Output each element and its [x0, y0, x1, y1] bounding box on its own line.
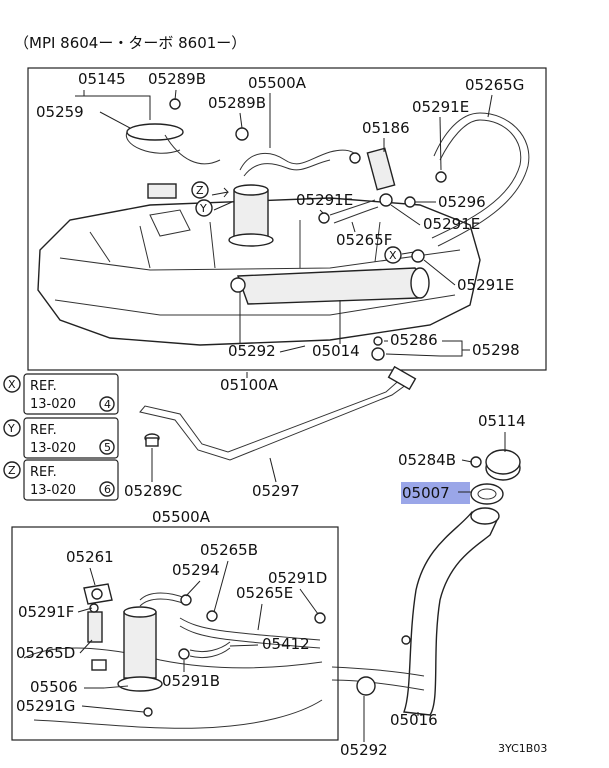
pump-detail-illustration	[23, 583, 326, 729]
svg-text:REF.: REF.	[30, 423, 57, 438]
callout-05145: 05145	[78, 70, 126, 88]
svg-text:Z: Z	[8, 464, 16, 477]
svg-text:5: 5	[104, 441, 111, 454]
middle-callouts: 05100A 05114 05284B 05007 05289C 05297	[124, 372, 526, 504]
bottom-callouts: 05500A 05261 05265B 05294 05291D 05291F …	[16, 508, 438, 759]
svg-text:X: X	[389, 249, 397, 262]
marker-y-top: Y	[195, 199, 213, 217]
svg-text:Z: Z	[196, 184, 204, 197]
callout-05186: 05186	[362, 119, 410, 137]
callout-05291D: 05291D	[268, 569, 327, 587]
filler-cap-illustration	[331, 449, 521, 716]
highlight-05007	[401, 482, 470, 504]
svg-text:REF.: REF.	[30, 379, 57, 394]
fuel-tank-illustration	[37, 98, 530, 361]
callout-05265F: 05265F	[336, 231, 392, 249]
callout-05291B: 05291B	[162, 672, 220, 690]
callout-05297: 05297	[252, 482, 300, 500]
callout-05265B: 05265B	[200, 541, 258, 559]
svg-text:X: X	[8, 378, 16, 391]
callout-05261: 05261	[66, 548, 114, 566]
marker-z-top: Z	[191, 181, 209, 199]
callout-05114: 05114	[478, 412, 526, 430]
callout-05289B-a: 05289B	[148, 70, 206, 88]
svg-text:Y: Y	[7, 422, 15, 435]
svg-text:REF.: REF.	[30, 465, 57, 480]
callout-05007: 05007	[402, 484, 450, 502]
reference-z: Z REF. 13-020 6	[3, 459, 119, 501]
callout-05291G: 05291G	[16, 697, 75, 715]
callout-05298: 05298	[472, 341, 520, 359]
callout-05291F: 05291F	[18, 603, 74, 621]
callout-05506: 05506	[30, 678, 78, 696]
callout-05292-top: 05292	[228, 342, 276, 360]
tank-assembly-box	[27, 67, 547, 371]
diagram-code: 3YC1B03	[498, 742, 547, 755]
svg-text:13-020: 13-020	[30, 441, 76, 456]
callout-05259: 05259	[36, 103, 84, 121]
reference-x: X REF. 13-020 4	[3, 373, 119, 415]
svg-text:4: 4	[104, 398, 111, 411]
svg-text:Y: Y	[199, 202, 207, 215]
callout-05291E-a: 05291E	[412, 98, 469, 116]
top-callouts: 05145 05289B 05500A 05265G 05259 05289B …	[36, 70, 524, 360]
callout-05296: 05296	[438, 193, 486, 211]
callout-05016: 05016	[390, 711, 438, 729]
callout-05284B: 05284B	[398, 451, 456, 469]
callout-05265G: 05265G	[465, 76, 524, 94]
callout-05412: 05412	[262, 635, 310, 653]
callout-05291E-b: 05291E	[296, 191, 353, 209]
pump-detail-box	[11, 526, 339, 741]
marker-x-top: X	[384, 246, 402, 264]
callout-05286: 05286	[390, 331, 438, 349]
tank-band-illustration	[139, 365, 417, 461]
callout-05265D: 05265D	[16, 644, 75, 662]
reference-y: Y REF. 13-020 5	[3, 417, 119, 459]
callout-05291E-c: 05291E	[423, 215, 480, 233]
callout-05289B-b: 05289B	[208, 94, 266, 112]
callout-05294: 05294	[172, 561, 220, 579]
callout-05289C: 05289C	[124, 482, 182, 500]
callout-05500A-a: 05500A	[248, 74, 307, 92]
callout-05291E-d: 05291E	[457, 276, 514, 294]
callout-05265E: 05265E	[236, 584, 293, 602]
callout-05292-bottom: 05292	[340, 741, 388, 759]
svg-text:13-020: 13-020	[30, 397, 76, 412]
callout-05014: 05014	[312, 342, 360, 360]
svg-text:13-020: 13-020	[30, 483, 76, 498]
callout-05100A: 05100A	[220, 376, 279, 394]
callout-05500A-b: 05500A	[152, 508, 211, 526]
diagram-header-title: （MPI 8604ー・ターボ 8601ー）	[14, 34, 246, 52]
svg-text:6: 6	[104, 483, 111, 496]
